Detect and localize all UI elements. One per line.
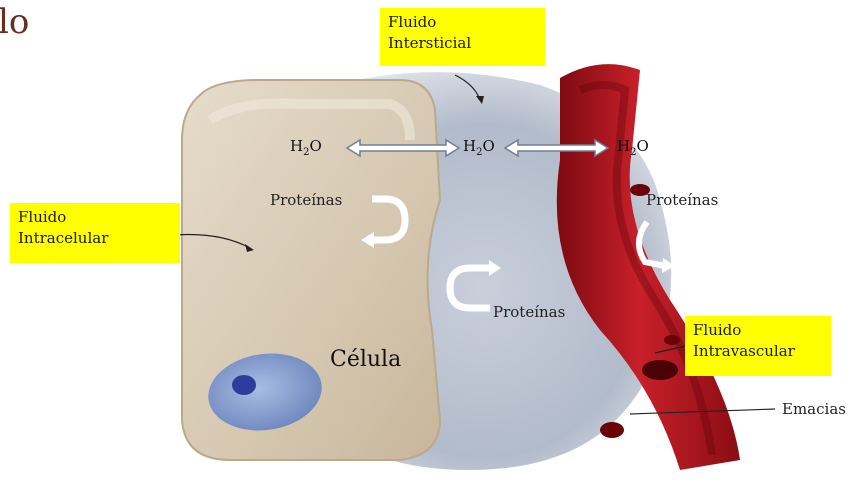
h2o-base: H (463, 137, 476, 155)
nucleolus (232, 375, 256, 395)
erythrocytes-label: Emacias (782, 400, 846, 419)
label-intravascular-fluid: Fluido Intravascular (685, 316, 831, 376)
cell-label: Célula (330, 347, 401, 372)
h2o-end: O (482, 137, 494, 155)
proteins-label-interstitial: Proteínas (493, 303, 565, 322)
h2o-label-interstitial: H2O (463, 137, 495, 158)
h2o-base: H (290, 137, 303, 155)
erythrocyte (600, 422, 624, 438)
label-line: Intersticial (388, 33, 539, 54)
label-line: Fluido (18, 207, 174, 228)
erythrocyte (664, 335, 680, 345)
h2o-label-vessel: H2O (617, 137, 649, 158)
h2o-label-cell: H2O (290, 137, 322, 158)
label-line: Fluido (693, 320, 825, 341)
title-fragment: lo (0, 2, 29, 42)
proteins-label-cell: Proteínas (270, 191, 342, 210)
label-line: Intravascular (693, 341, 825, 362)
h2o-base: H (617, 137, 630, 155)
label-line: Intracelular (18, 228, 174, 249)
proteins-label-vessel: Proteínas (646, 191, 718, 210)
erythrocyte (642, 360, 678, 380)
h2o-end: O (636, 137, 648, 155)
label-line: Fluido (388, 12, 539, 33)
label-interstitial-fluid: Fluido Intersticial (380, 8, 545, 66)
label-intracellular-fluid: Fluido Intracelular (10, 203, 180, 263)
h2o-end: O (309, 137, 321, 155)
